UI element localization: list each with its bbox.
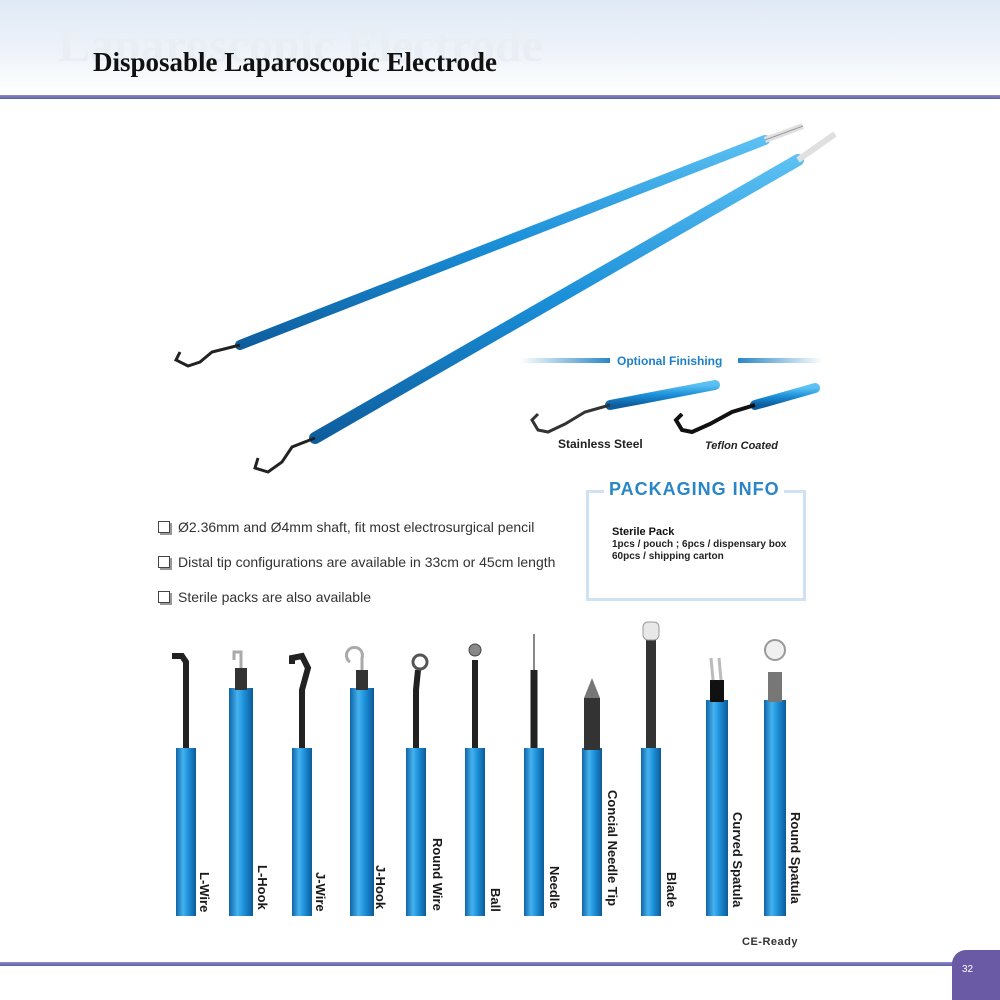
feature-text: Ø2.36mm and Ø4mm shaft, fit most electro…: [178, 519, 535, 535]
packaging-info-box: [586, 490, 806, 601]
feature-bullet-3: Sterile packs are also available: [158, 589, 371, 605]
packaging-info-title: PACKAGING INFO: [605, 479, 784, 500]
feature-text: Sterile packs are also available: [178, 589, 371, 605]
page-title: Disposable Laparoscopic Electrode: [93, 47, 498, 77]
tip-image-ball: [465, 643, 485, 916]
ce-ready-label: CE-Ready: [742, 936, 798, 948]
finish-stainless-steel-image: [530, 380, 720, 434]
header-band: [0, 0, 1000, 95]
tip-image-l-hook: [229, 650, 253, 916]
tip-label-round-wire: Round Wire: [430, 838, 445, 911]
tip-label-j-wire: J-Wire: [313, 872, 328, 912]
tip-label-l-hook: L-Hook: [255, 865, 270, 910]
tip-image-round-spatula: [764, 639, 786, 916]
tip-label-curved-spatula: Curved Spatula: [730, 812, 745, 908]
packaging-box-top-right: [782, 490, 803, 493]
page-number: 32: [962, 964, 974, 975]
tip-label-j-hook: J-Hook: [373, 865, 388, 910]
tip-label-conical-needle-tip: Concial Needle Tip: [605, 790, 620, 907]
checkbox-icon: [158, 591, 170, 603]
feature-text: Distal tip configurations are available …: [178, 554, 556, 570]
electrode-large-2: [253, 131, 837, 474]
packaging-line-2: 60pcs / shipping carton: [612, 551, 724, 562]
packaging-subtitle: Sterile Pack: [612, 526, 675, 538]
tip-label-needle: Needle: [547, 866, 562, 909]
tip-label-round-spatula: Round Spatula: [788, 812, 803, 904]
header-rule: [0, 95, 1000, 99]
packaging-line-1: 1pcs / pouch ; 6pcs / dispensary box: [612, 539, 787, 550]
footer-rule: [0, 962, 960, 966]
page-number-tab: [952, 950, 1000, 1000]
tip-image-needle: [524, 634, 544, 916]
ghost-title: Laparoscopic Electrode: [58, 19, 543, 72]
checkbox-icon: [158, 556, 170, 568]
tip-image-l-wire: [172, 653, 196, 916]
finish-option-teflon-coated: Teflon Coated: [705, 440, 778, 452]
tip-image-curved-spatula: [706, 657, 728, 916]
feature-bullet-2: Distal tip configurations are available …: [158, 554, 555, 570]
electrode-large-1: [173, 123, 805, 368]
packaging-box-top-left: [586, 490, 604, 493]
checkbox-icon: [158, 521, 170, 533]
finish-teflon-coated-image: [673, 383, 820, 435]
tip-image-j-wire: [289, 652, 312, 916]
feature-bullet-1: Ø2.36mm and Ø4mm shaft, fit most electro…: [158, 519, 534, 535]
tip-image-round-wire: [406, 653, 429, 916]
tip-image-j-hook: [345, 645, 374, 916]
tip-label-ball: Ball: [488, 888, 503, 912]
optional-finishing-title: Optional Finishing: [617, 354, 723, 368]
tip-label-l-wire: L-Wire: [197, 872, 212, 913]
tip-image-conical-needle-tip: [582, 678, 602, 916]
tip-image-blade: [641, 621, 661, 916]
tip-label-blade: Blade: [664, 872, 679, 908]
finish-option-stainless-steel: Stainless Steel: [558, 437, 643, 451]
